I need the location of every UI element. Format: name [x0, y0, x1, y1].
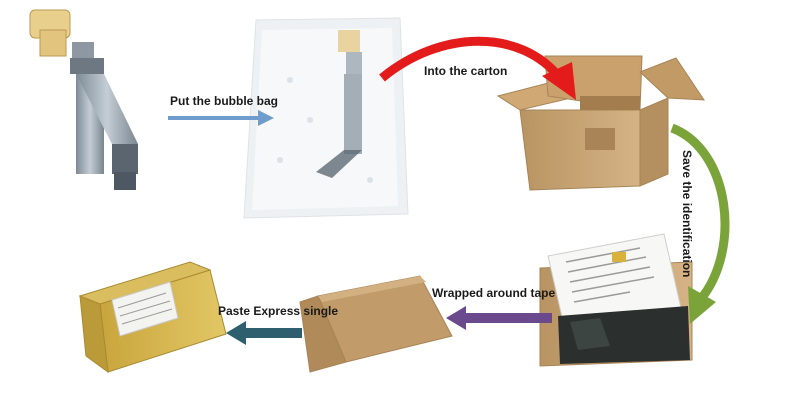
- ignition-coil-icon: [29, 9, 138, 190]
- arrow-red: [379, 36, 576, 100]
- arrow-blue: [168, 110, 274, 126]
- open-carton-icon: [496, 55, 705, 191]
- express-package-icon: [78, 261, 227, 374]
- label-put-bubble-bag: Put the bubble bag: [170, 94, 278, 108]
- label-into-carton: Into the carton: [424, 64, 508, 78]
- arrow-purple: [446, 306, 552, 330]
- taped-box-icon: [299, 275, 453, 373]
- arrow-green: [670, 123, 730, 324]
- bubble-bag-icon: [243, 17, 409, 219]
- label-save-identification: Save the identification: [680, 150, 694, 278]
- label-paste-express: Paste Express single: [218, 304, 339, 318]
- label-wrapped-tape: Wrapped around tape: [432, 286, 556, 300]
- carton-with-label-icon: [539, 233, 693, 367]
- arrow-teal: [226, 321, 302, 345]
